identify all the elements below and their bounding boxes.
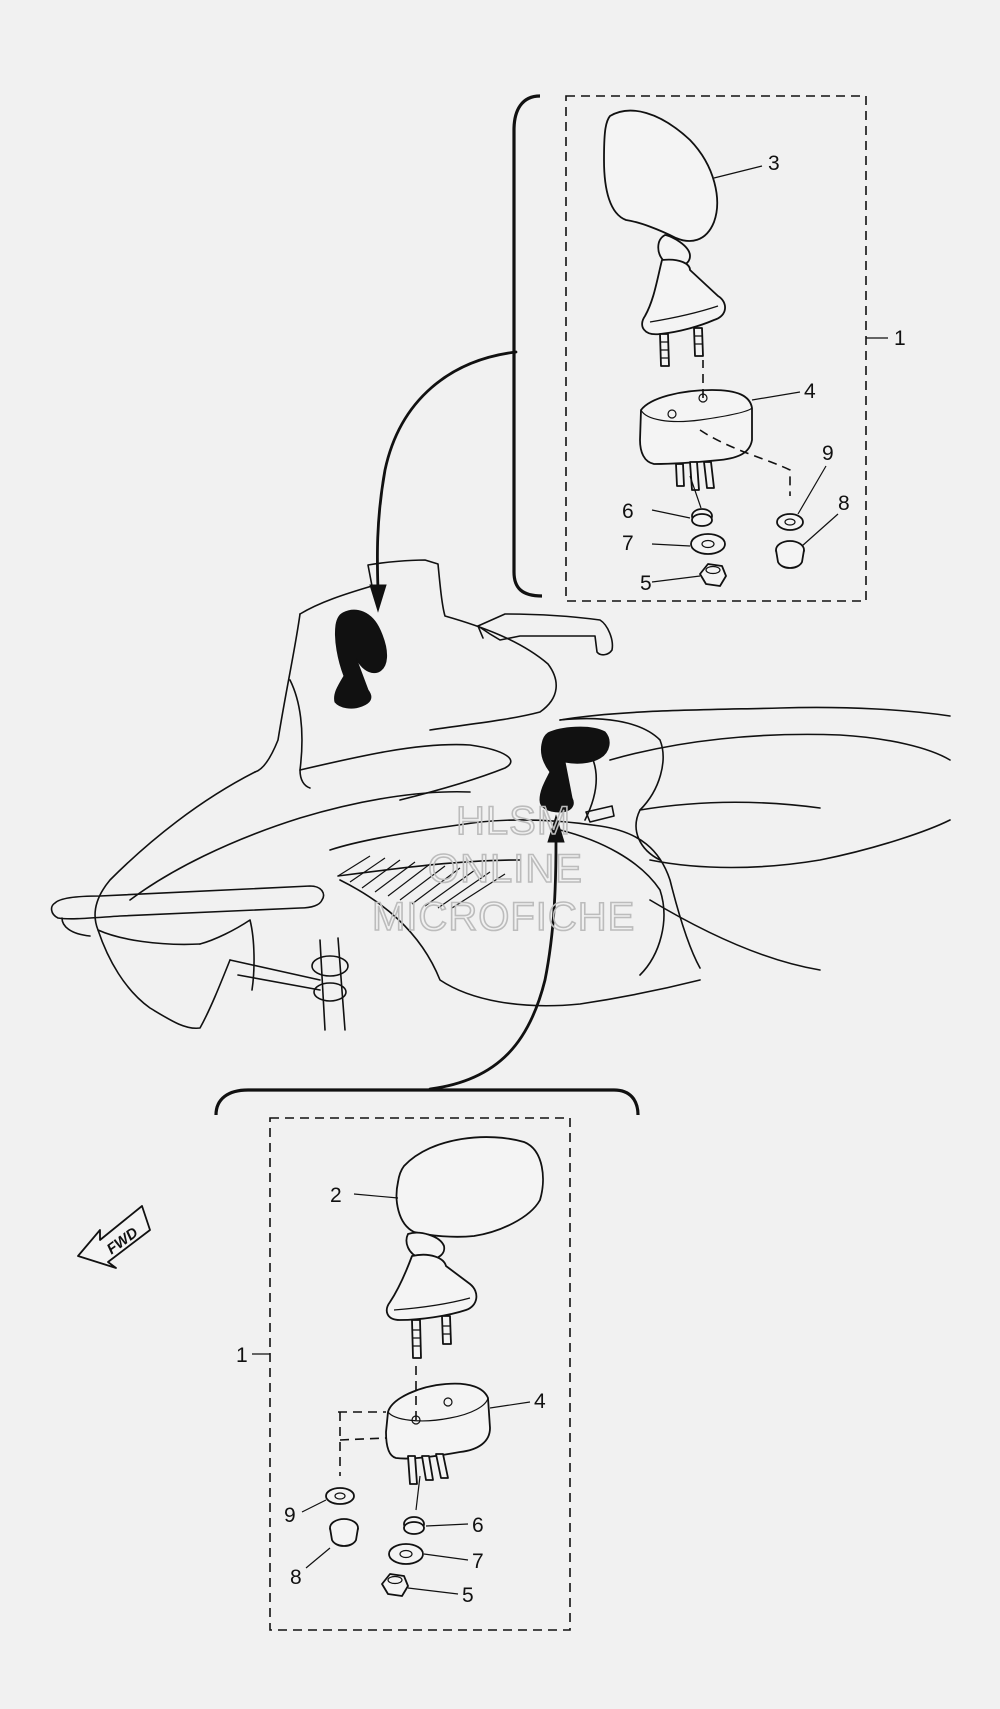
snowmobile-outline <box>50 559 951 1031</box>
upper-dashed-frame <box>565 95 867 602</box>
callout-lower-nut-6: 6 <box>472 1514 484 1537</box>
right-mirror-part <box>603 109 726 367</box>
callout-left-mirror: 2 <box>330 1184 342 1207</box>
leader-curve-left-mirror <box>428 838 558 1091</box>
lower-nut-6-part <box>403 1516 425 1535</box>
lower-dashed-frame <box>269 1117 571 1631</box>
callout-upper-base: 4 <box>804 380 816 403</box>
callout-upper-washer-9: 9 <box>822 442 834 465</box>
leader-arrow-right-mirror <box>369 584 387 613</box>
callout-lower-assembly: 1 <box>236 1344 248 1367</box>
lower-nut-5-part <box>381 1573 409 1597</box>
upper-nut-8-part <box>775 540 805 569</box>
upper-nut-5-part <box>699 563 727 587</box>
upper-assembly-panel: 1 3 4 <box>512 94 906 602</box>
lower-assembly-panel: 1 2 4 <box>214 1088 640 1631</box>
lower-washer-7-part <box>388 1543 424 1565</box>
upper-washer-7-part <box>690 533 726 555</box>
callout-upper-nut-6: 6 <box>622 500 634 523</box>
callout-lower-washer-7: 7 <box>472 1550 484 1573</box>
callout-lower-base: 4 <box>534 1390 546 1413</box>
upper-nut-6-part <box>691 508 713 527</box>
callout-right-mirror: 3 <box>768 152 780 175</box>
lower-bracket <box>214 1088 640 1116</box>
callout-lower-nut-5: 5 <box>462 1584 474 1607</box>
watermark-line-1: HLSM <box>456 799 571 843</box>
callout-upper-assembly: 1 <box>894 327 906 350</box>
leader-curve-right-mirror <box>375 350 518 592</box>
leader-arrow-left-mirror <box>547 814 565 843</box>
callout-upper-washer-7: 7 <box>622 532 634 555</box>
callout-upper-nut-5: 5 <box>640 572 652 595</box>
upper-washer-9-part <box>776 513 804 531</box>
watermark: HLSM ONLINE MICROFICHE <box>371 798 635 940</box>
upper-base-part <box>639 360 791 496</box>
callout-lower-washer-9: 9 <box>284 1504 296 1527</box>
fwd-arrow-icon: FWD <box>77 1205 151 1269</box>
lower-nut-8-part <box>329 1518 359 1547</box>
lower-washer-9-part <box>325 1487 355 1505</box>
callout-upper-nut-8: 8 <box>838 492 850 515</box>
lower-base-part <box>338 1364 491 1511</box>
callout-lower-nut-8: 8 <box>290 1566 302 1589</box>
watermark-line-2: ONLINE <box>428 847 583 891</box>
upper-bracket <box>512 94 543 598</box>
left-mirror-part <box>385 1136 544 1359</box>
watermark-line-3: MICROFICHE <box>372 895 635 939</box>
